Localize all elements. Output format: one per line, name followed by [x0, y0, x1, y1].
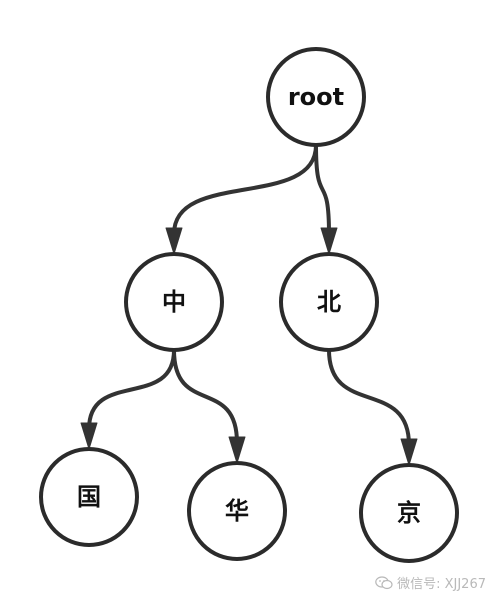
- node-label: 国: [77, 483, 101, 511]
- node-label: 北: [317, 288, 341, 316]
- wechat-icon: [375, 575, 393, 589]
- node-circle: [279, 252, 379, 352]
- edge-root-bei: [314, 143, 331, 236]
- edge-root-zhong: [172, 143, 318, 236]
- node-label: 京: [397, 499, 421, 527]
- node-label: root: [288, 83, 344, 111]
- node-circle: [359, 463, 459, 563]
- node-label: 华: [225, 497, 249, 525]
- node-circle: [187, 461, 287, 561]
- node-guo: 国: [39, 447, 139, 547]
- node-circle: [266, 47, 366, 147]
- arrowhead-zhong-guo: [80, 422, 98, 450]
- edge-zhong-guo: [87, 348, 176, 431]
- watermark-text: 微信号: XJJ267: [397, 577, 486, 592]
- edge-bei-jing: [327, 348, 411, 447]
- arrowhead-zhong-hua: [228, 436, 246, 464]
- node-circle: [39, 447, 139, 547]
- nodes: root 中 北国华 京: [39, 47, 459, 563]
- edge-zhong-hua: [172, 348, 239, 445]
- node-label: 中: [162, 288, 186, 316]
- edges: [80, 143, 418, 466]
- node-hua: 华: [187, 461, 287, 561]
- arrowhead-bei-jing: [400, 438, 418, 466]
- node-bei: 北: [279, 252, 379, 352]
- node-zhong: 中: [124, 252, 224, 352]
- watermark: 微信号: XJJ267: [375, 573, 486, 592]
- node-root: root: [266, 47, 366, 147]
- node-jing: 京: [359, 463, 459, 563]
- arrowhead-root-bei: [320, 227, 338, 255]
- arrowhead-root-zhong: [165, 227, 183, 255]
- node-circle: [124, 252, 224, 352]
